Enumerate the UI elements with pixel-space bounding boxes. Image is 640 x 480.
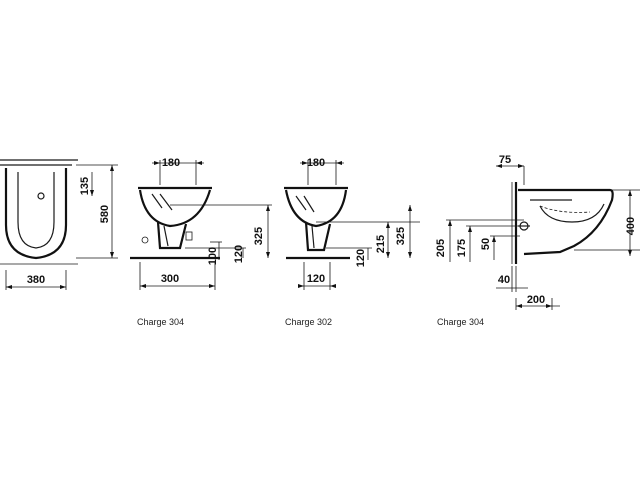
side-c-caption: Charge 304: [437, 317, 484, 327]
side-view-b: 180 325 215 120 120 Charge 302: [284, 157, 420, 327]
side-c-h50-dim: 50: [480, 238, 492, 250]
side-b-h215-dim: 215: [375, 235, 387, 253]
side-a-bottom-dim: 300: [161, 273, 179, 285]
front-width-dim: 380: [27, 274, 45, 286]
side-c-b200-dim: 200: [527, 294, 545, 306]
side-a-h100-dim: 100: [207, 247, 219, 265]
side-b-bottom-dim: 120: [307, 273, 325, 285]
front-height-dim: 580: [99, 205, 111, 223]
side-c-top-dim: 75: [499, 154, 511, 166]
side-b-top-dim: 180: [307, 157, 325, 169]
front-hole-dim: 135: [79, 177, 91, 195]
side-a-top-dim: 180: [162, 157, 180, 169]
side-a-h325-dim: 325: [253, 227, 265, 245]
side-a-h120-dim: 120: [233, 245, 245, 263]
side-b-h120-dim: 120: [355, 249, 367, 267]
side-view-c: 75 205 175 50 400 40: [435, 154, 640, 327]
side-a-caption: Charge 304: [137, 317, 184, 327]
side-c-h400-dim: 400: [625, 217, 637, 235]
side-view-a: 180 325 120 100 300 Charge 304: [130, 157, 272, 327]
side-b-h325-dim: 325: [395, 227, 407, 245]
side-b-caption: Charge 302: [285, 317, 332, 327]
tap-hole-icon: [37, 192, 45, 200]
side-c-h175-dim: 175: [456, 239, 468, 257]
side-c-b40-dim: 40: [498, 274, 510, 286]
front-view: 380 580 135: [0, 159, 118, 290]
side-c-h205-dim: 205: [435, 239, 447, 257]
